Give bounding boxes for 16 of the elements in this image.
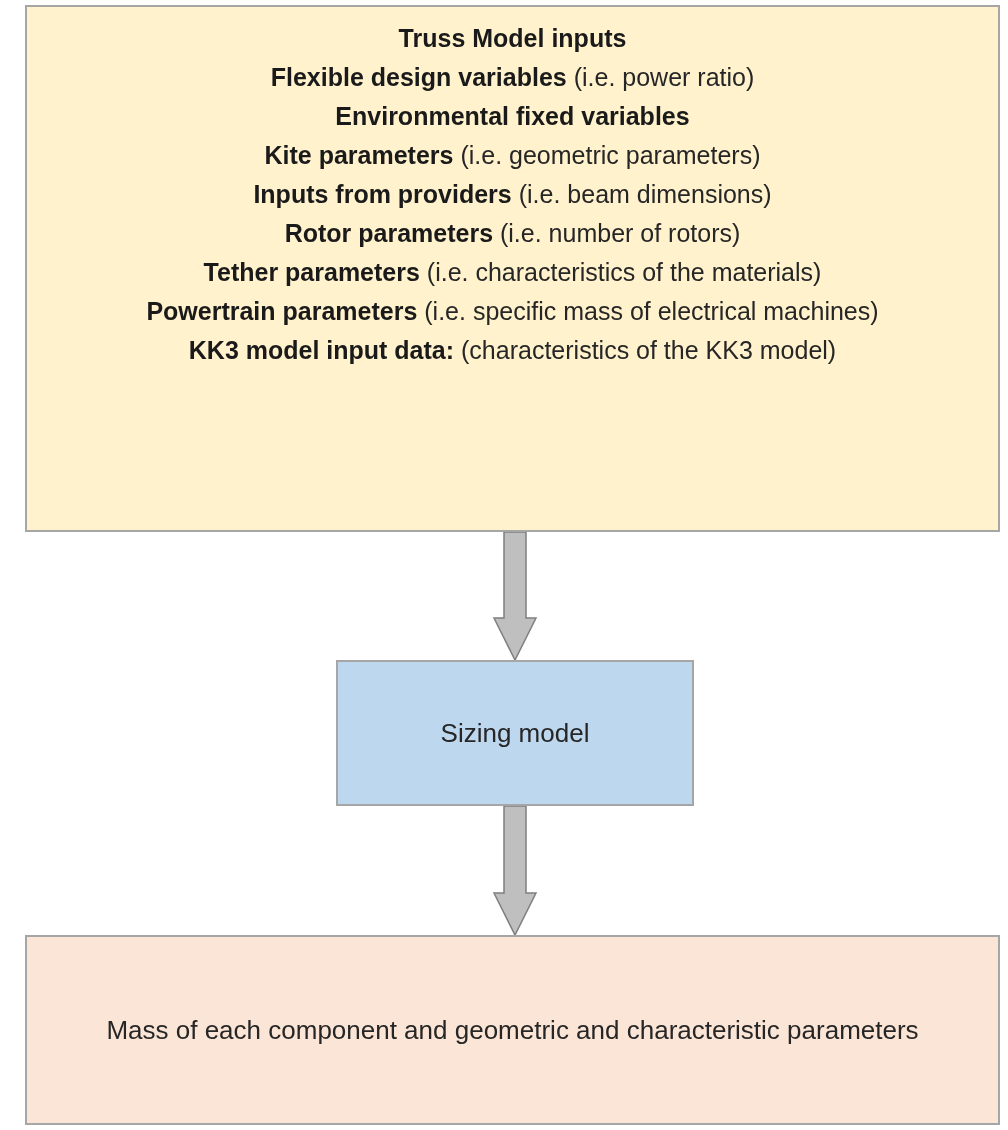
- output-box: [25, 935, 1000, 1125]
- box-text: Inputs from providers (i.e. beam dimensions): [253, 179, 772, 210]
- box-text: Sizing model: [440, 717, 590, 750]
- box-text: Mass of each component and geometric and characteristic parameters: [106, 1014, 919, 1047]
- box-text: Rotor parameters (i.e. number of rotors): [284, 218, 741, 249]
- box-text: Powertrain parameters (i.e. specific mass of electrical machines): [146, 296, 879, 327]
- box-text: KK3 model input data: (characteristics of the KK3 model): [188, 335, 837, 366]
- block-arrow: [492, 805, 538, 937]
- box-text: Truss Model inputs: [398, 23, 627, 54]
- box-text: Kite parameters (i.e. geometric parameters): [264, 140, 761, 171]
- input-box: [25, 5, 1000, 532]
- block-arrow: [492, 531, 538, 662]
- box-text: Flexible design variables (i.e. power ratio): [270, 62, 755, 93]
- box-text: Environmental fixed variables: [335, 101, 690, 132]
- process-box: [336, 660, 694, 806]
- box-text: Tether parameters (i.e. characteristics of the materials): [203, 257, 822, 288]
